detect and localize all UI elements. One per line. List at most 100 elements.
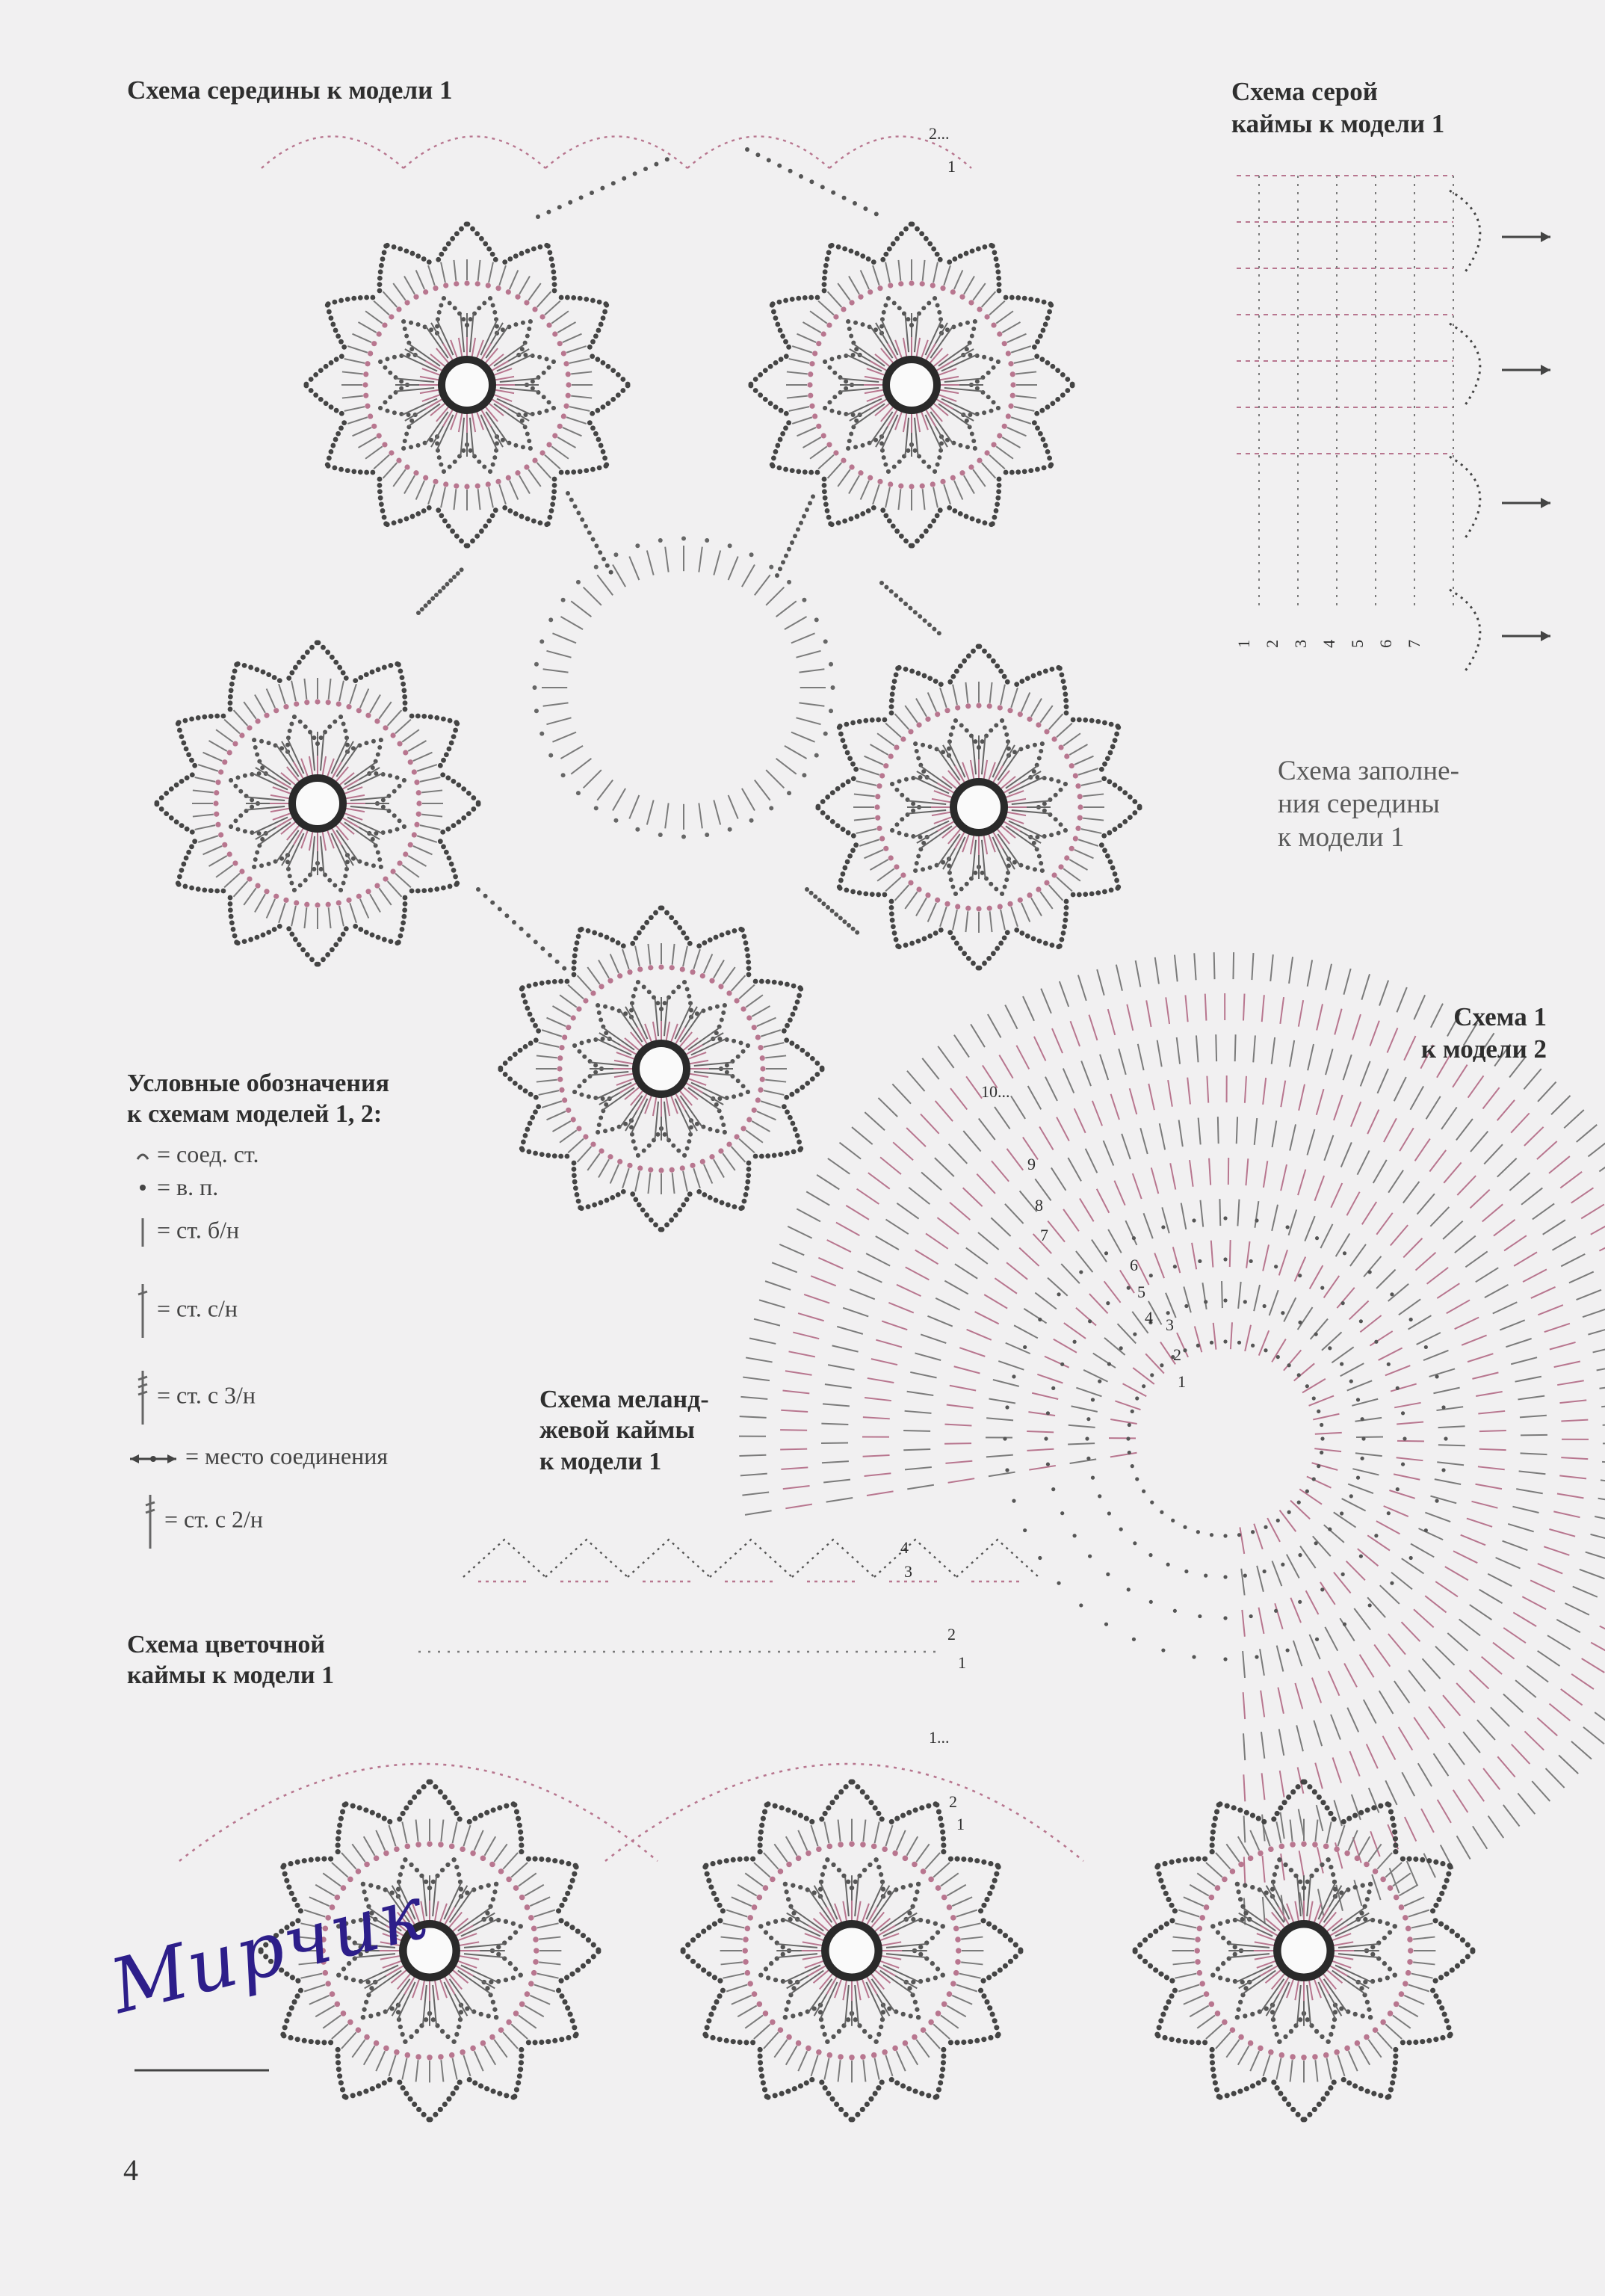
medallion-outer-stitch — [349, 902, 357, 924]
medallion-inner-dot — [507, 1935, 513, 1941]
medallion-outer-stitch — [785, 2045, 798, 2066]
medallion-outer-stitch — [956, 1909, 978, 1918]
scheme2-stitch — [1158, 1123, 1166, 1150]
medallion-inner-stitch — [894, 410, 903, 430]
medallion-outer-dot — [790, 1120, 796, 1126]
medallion-pink-chain — [617, 1158, 623, 1164]
connecting-chain-dot — [813, 894, 818, 899]
scheme2-stitch — [921, 1171, 942, 1191]
medallion-outer-dot — [783, 339, 788, 345]
filler-stitch — [698, 803, 703, 829]
medallion-outer-dot — [1101, 776, 1107, 782]
medallion-outer-stitch — [1048, 884, 1064, 901]
medallion-inner-stitch — [687, 1059, 709, 1065]
medallion-inner-dot — [603, 1004, 608, 1009]
medallion-outer-stitch — [536, 1922, 559, 1929]
medallion-inner-dot — [1025, 744, 1030, 750]
filler-stitch — [799, 702, 825, 707]
medallion-inner-stitch — [870, 360, 889, 372]
scheme2-stitch — [1324, 1626, 1339, 1652]
medallion-outer-stitch — [810, 2055, 819, 2077]
medallion-outer-dot — [321, 957, 326, 963]
medallion-outer-dot — [602, 455, 607, 461]
medallion-outer-dot — [927, 676, 933, 682]
medallion-outer-dot — [888, 898, 894, 904]
medallion-outer-dot — [571, 966, 577, 972]
medallion-outer-stitch — [341, 1852, 357, 1870]
medallion-outer-dot — [860, 510, 866, 516]
scheme2-stitch — [896, 1202, 920, 1220]
scheme2-chain-ring — [1223, 1216, 1228, 1220]
medallion-outer-dot — [173, 782, 179, 788]
medallion-outer-dot — [741, 1198, 747, 1204]
medallion-outer-dot — [1107, 830, 1113, 836]
medallion-outer-dot — [770, 301, 776, 307]
connecting-chain-dot — [566, 491, 570, 496]
medallion-inner-dot — [805, 2009, 810, 2014]
medallion-outer-stitch — [440, 2060, 445, 2082]
scheme2-stitch — [1465, 1250, 1488, 1268]
medallion-inner-dot — [287, 728, 292, 733]
medallion-outer-dot — [300, 654, 306, 660]
medallion-inner-stitch — [894, 339, 903, 360]
medallion-inner-dot — [891, 464, 897, 469]
medallion-outer-dot — [548, 256, 554, 262]
medallion-outer-stitch — [440, 262, 446, 283]
medallion-outer-stitch — [745, 1129, 764, 1144]
medallion-outer-dot — [898, 533, 904, 539]
medallion-inner-dot — [401, 445, 406, 451]
medallion-outer-stitch — [412, 845, 433, 856]
scheme2-chain-ring — [1223, 1339, 1228, 1344]
scheme2-stitch — [1460, 1534, 1486, 1546]
scheme2-stitch — [845, 1205, 870, 1220]
medallion-outer-stitch — [534, 1984, 556, 1993]
medallion-inner-dot — [947, 746, 952, 751]
medallion-pink-chain — [590, 1141, 596, 1147]
scheme2-stitch — [1298, 1084, 1305, 1111]
medallion-fan-stitch — [654, 997, 660, 1037]
medallion-outer-dot — [512, 1802, 518, 1808]
medallion-outer-dot — [441, 844, 446, 850]
filler-stitch — [560, 616, 584, 630]
medallion-outer-dot — [288, 1890, 294, 1896]
medallion-pink-chain — [411, 832, 417, 838]
medallion-pink-chain — [218, 832, 224, 838]
melange-peak — [791, 1538, 875, 1578]
filler-stitch — [741, 788, 755, 812]
medallion-outer-dot — [300, 947, 306, 953]
medallion-inner-dot — [967, 340, 972, 345]
medallion-fan-stitch — [938, 403, 971, 428]
scheme2-chain-ring — [1171, 1355, 1175, 1360]
medallion-outer-dot — [308, 377, 314, 382]
scheme2-stitch — [1289, 1040, 1296, 1067]
filler-chain — [613, 818, 619, 823]
medallion-fan-stitch — [630, 1098, 649, 1135]
medallion-inner-dot — [913, 741, 918, 747]
scheme2-stitch — [1290, 1499, 1311, 1520]
medallion-fan-stitch — [448, 1889, 474, 1923]
scheme2-chain-ring — [1287, 1510, 1291, 1514]
medallion-inner-dot — [235, 827, 241, 832]
medallion-pink-chain — [950, 1915, 956, 1921]
medallion-inner-dot — [853, 2017, 858, 2022]
medallion-outer-dot — [1454, 1963, 1461, 1969]
medallion-inner-dot — [687, 1139, 692, 1144]
scheme2-chain-ring — [1045, 1411, 1051, 1416]
medallion-outer-dot — [773, 448, 779, 454]
medallion-outer-stitch — [756, 1016, 776, 1027]
filler-stitch — [741, 564, 755, 587]
scheme2-stitch — [1461, 1334, 1487, 1346]
medallion-outer-dot — [564, 978, 570, 984]
medallion-outer-dot — [765, 1153, 771, 1159]
medallion-outer-stitch — [906, 2045, 919, 2066]
medallion-outer-dot — [615, 1192, 621, 1197]
scheme2-stitch — [1413, 1717, 1430, 1740]
scheme2-chain-ring — [1281, 1562, 1285, 1567]
medallion-fan-stitch — [790, 1907, 824, 1932]
medallion-pink-chain — [909, 484, 915, 490]
medallion-outer-stitch — [536, 1972, 559, 1979]
medallion-outer-dot — [953, 940, 959, 946]
medallion-outer-dot — [908, 543, 914, 549]
medallion-pink-chain — [415, 811, 421, 817]
medallion-outer-stitch — [756, 1111, 776, 1121]
